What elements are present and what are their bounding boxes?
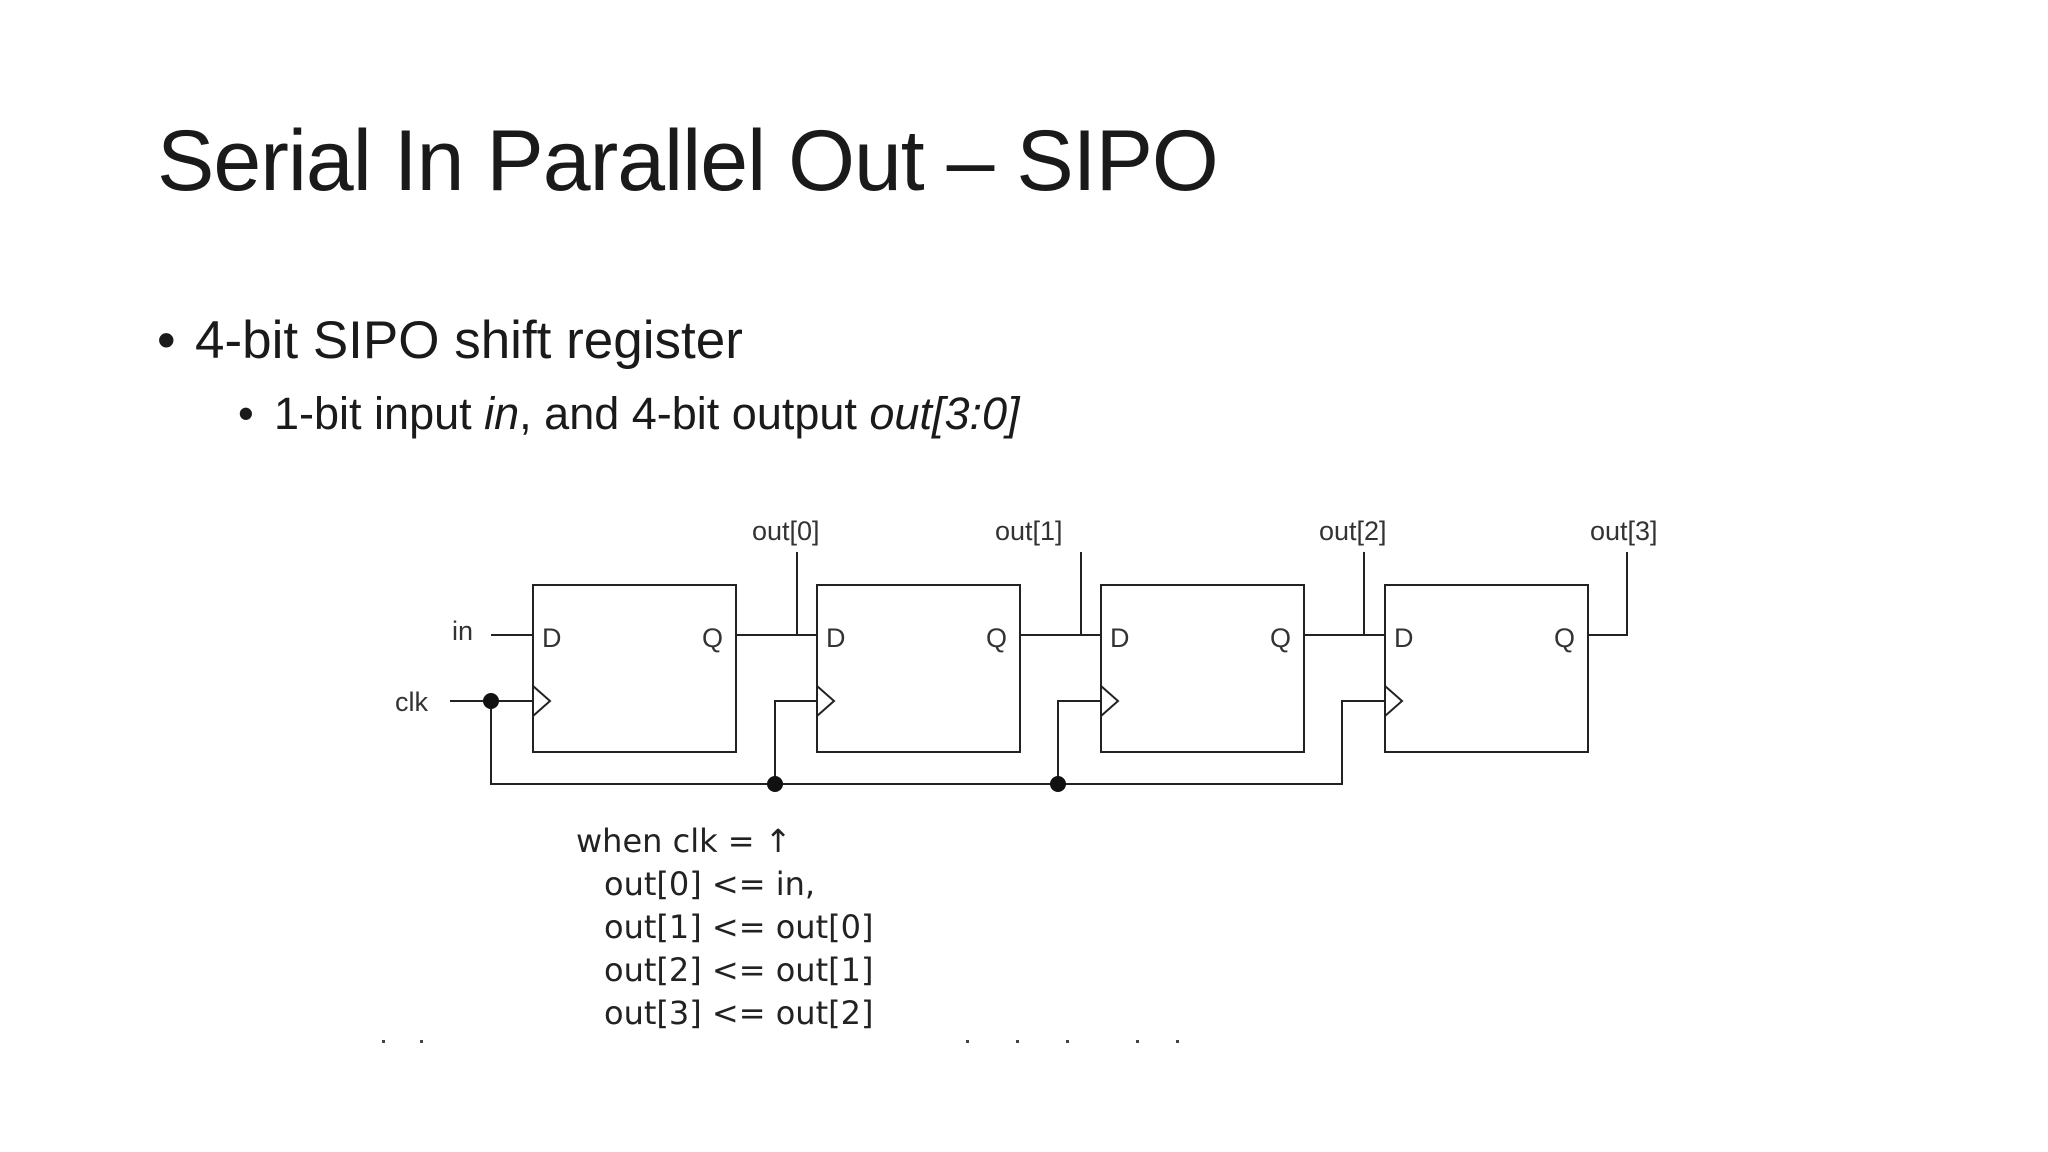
code-line-3: out[1] <= out[0] [604, 908, 874, 946]
code-line-2: out[0] <= in, [604, 865, 816, 903]
bullet-main: • 4-bit SIPO shift register [157, 310, 743, 371]
input-label: in [452, 616, 473, 646]
clock-triangle-icon [816, 685, 836, 717]
clock-label: clk [395, 687, 428, 717]
bullet-sub-text-4: out[3:0] [869, 388, 1020, 439]
clock-branch-1 [774, 700, 817, 784]
output-tap-3 [1588, 552, 1628, 636]
ff2-d-label: D [1110, 623, 1130, 653]
flipflop-box-1 [816, 584, 1021, 753]
ff1-q-label: Q [986, 623, 1007, 653]
cropped-text-remnant [376, 1040, 1226, 1044]
behavior-code: when clk = ↑ out[0] <= in, out[1] <= out[0… [576, 820, 873, 1035]
flipflop-box-0 [532, 584, 737, 753]
code-line-4: out[2] <= out[1] [604, 951, 874, 989]
bullet-sub-text-2: in [484, 388, 520, 439]
bullet-sub-text-3: , and 4-bit output [519, 388, 870, 439]
junction-dot [767, 776, 783, 792]
ff2-q-label: Q [1270, 623, 1291, 653]
bullet-dot-icon: • [157, 311, 176, 370]
clock-bus [490, 700, 1385, 785]
bullet-dot-icon: • [238, 388, 254, 439]
slide-title: Serial In Parallel Out – SIPO [157, 113, 1219, 209]
output-label-0: out[0] [752, 516, 820, 546]
junction-dot [1050, 776, 1066, 792]
bullet-main-text: 4-bit SIPO shift register [195, 311, 743, 370]
clock-triangle-icon [532, 685, 552, 717]
output-label-2: out[2] [1319, 516, 1387, 546]
output-label-3: out[3] [1590, 516, 1658, 546]
clock-branch-2 [1057, 700, 1101, 784]
ff0-q-label: Q [702, 623, 723, 653]
ff3-q-label: Q [1554, 623, 1575, 653]
ff3-d-label: D [1394, 623, 1414, 653]
bullet-sub-text-1: 1-bit input [274, 388, 485, 439]
bullet-sub: • 1-bit input in, and 4-bit output out[3:… [238, 388, 1020, 440]
code-line-1: when clk = ↑ [576, 822, 792, 860]
clock-triangle-icon [1100, 685, 1120, 717]
ff0-d-label: D [542, 623, 562, 653]
flipflop-box-3 [1384, 584, 1589, 753]
clock-triangle-icon [1384, 685, 1404, 717]
code-line-5: out[3] <= out[2] [604, 994, 874, 1032]
ff1-d-label: D [826, 623, 846, 653]
output-label-1: out[1] [995, 516, 1063, 546]
flipflop-box-2 [1100, 584, 1305, 753]
junction-dot [483, 693, 499, 709]
